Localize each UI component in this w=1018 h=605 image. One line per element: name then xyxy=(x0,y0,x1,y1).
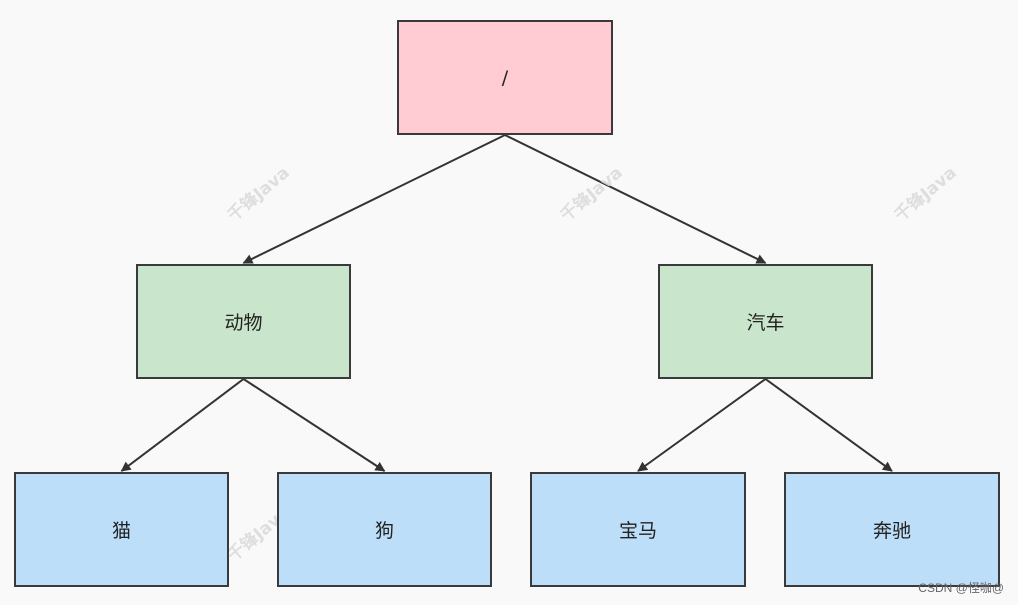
tree-node-animal: 动物 xyxy=(136,264,351,379)
tree-node-label: 宝马 xyxy=(618,520,657,542)
tree-node-label: 动物 xyxy=(224,312,263,334)
tree-node-dog: 狗 xyxy=(277,472,492,587)
edge-animal-dog xyxy=(242,378,386,472)
tree-node-label: 狗 xyxy=(374,520,394,542)
tree-node-bmw: 宝马 xyxy=(530,472,746,587)
edge-root-animal xyxy=(242,134,506,264)
edge-root-car xyxy=(504,134,767,264)
tree-node-label: / xyxy=(501,66,509,89)
edge-animal-cat xyxy=(120,378,245,472)
tree-node-root: / xyxy=(397,20,613,135)
edge-car-bmw xyxy=(637,378,767,472)
tree-node-benz: 奔驰 xyxy=(784,472,1000,587)
tree-node-label: 奔驰 xyxy=(872,520,911,542)
edge-car-benz xyxy=(764,378,893,472)
credit-text: CSDN @怪咖@ xyxy=(918,581,1004,595)
tree-node-cat: 猫 xyxy=(14,472,229,587)
tree-node-label: 汽车 xyxy=(746,312,785,334)
tree-node-label: 猫 xyxy=(111,520,131,542)
tree-node-car: 汽车 xyxy=(658,264,873,379)
